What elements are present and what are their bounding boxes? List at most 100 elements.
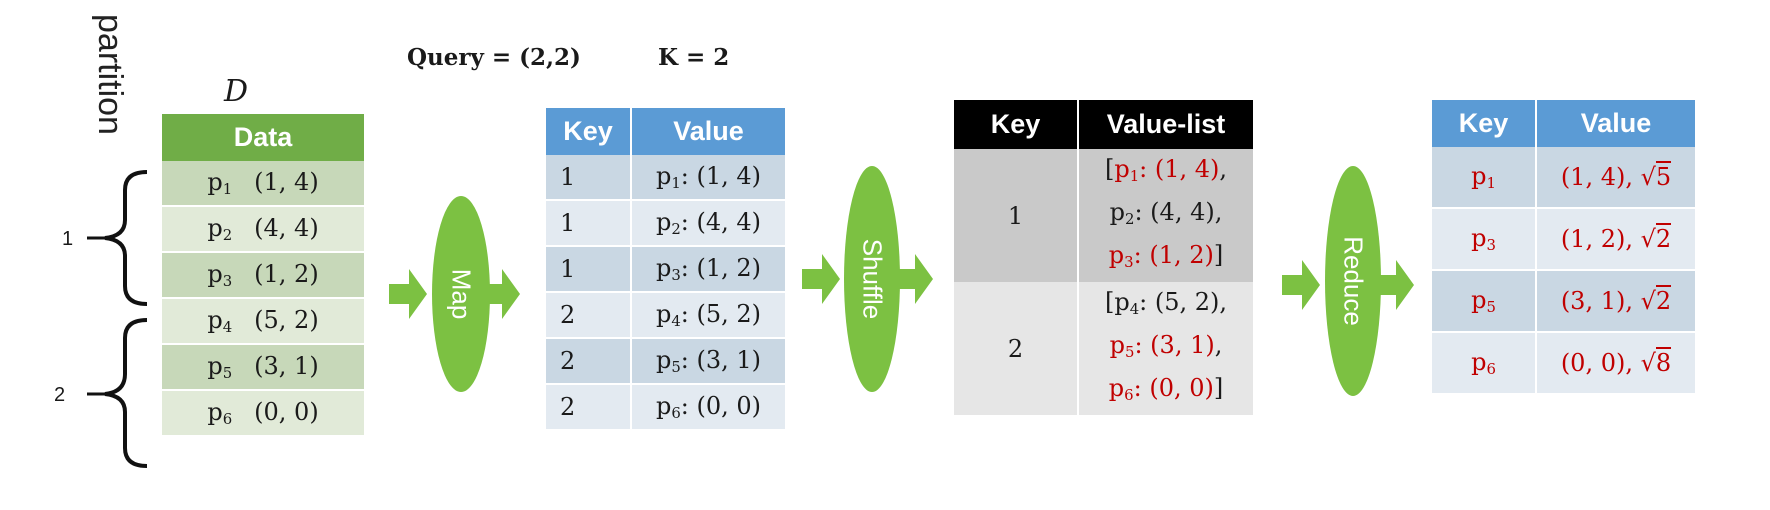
point-coordinate: (1, 2) [254,260,319,288]
point-label: p3 [1471,224,1496,254]
partition-1-number: 1 [62,228,74,250]
query-label: Query = (2,2) [407,44,581,71]
reduce-value-header: Value [1536,100,1697,147]
point-letter: p [1109,331,1125,359]
data-cell: p5(3, 1) [162,344,364,391]
point-letter: p [655,346,672,374]
point-index: 2 [1125,210,1135,228]
value-list-entry: p1: (1, 4) [1114,155,1220,185]
reduce-key-cell: p1 [1432,147,1537,209]
point-coordinate: : (5, 2) [680,300,762,328]
point-letter: p [655,162,672,190]
partition-2-number: 2 [54,384,66,406]
open-bracket: [ [1104,288,1115,316]
data-cell: p2(4, 4) [162,206,364,253]
table-row: p3 (1, 2), √2 [1432,208,1697,271]
point-letter: p [207,306,223,334]
value-list-item: [p4: (5, 2), [1083,284,1249,327]
point-letter: p [1108,241,1125,269]
point-label: p4 [656,300,681,330]
table-row: p4 (5, 2) [162,298,364,345]
arrow-to-map [389,269,427,319]
map-value-cell: p6: (0, 0) [631,384,787,431]
item-separator: , [1214,198,1223,226]
point-label: p2 [1109,198,1135,228]
value-list-item: p6: (0, 0)] [1083,370,1249,413]
shuffle-table: Key Value-list 1[p1: (1, 4),p2: (4, 4),p… [954,100,1255,415]
value-list-entry: p5: (3, 1) [1109,331,1215,361]
point-letter: p [207,398,223,426]
point-index: 6 [671,404,681,422]
point-letter: p [655,208,672,236]
point-coordinate: (1, 4), [1560,163,1641,191]
table-row: 2[p4: (5, 2),p5: (3, 1),p6: (0, 0)] [954,282,1255,415]
open-bracket: [ [1104,155,1115,183]
reduce-key-cell: p5 [1432,270,1537,333]
point-label: p3 [1108,241,1134,271]
point-index: 3 [671,266,681,284]
item-separator: , [1219,155,1228,183]
point-coordinate: : (3, 1) [1134,331,1215,359]
point-letter: p [1471,286,1487,314]
value-list-item: p3: (1, 2)] [1083,237,1249,280]
point-label: p1 [1471,162,1496,192]
sqrt-sign: √ [1640,225,1656,253]
shuffle-value-list-cell: [p1: (1, 4),p2: (4, 4),p3: (1, 2)] [1078,149,1255,282]
point-coordinate: (1, 4) [254,168,319,196]
point-label: p6 [1109,374,1134,404]
reduce-key-cell: p6 [1432,332,1537,395]
point-letter: p [1471,162,1487,190]
point-coordinate: (1, 2), [1560,225,1641,253]
point-coordinate: : (4, 4) [680,208,762,236]
point-letter: p [1109,198,1125,226]
table-row: p6(0, 0), √8 [1432,332,1697,395]
point-index: 2 [671,220,681,238]
point-index: 5 [1125,343,1135,361]
map-key-cell: 2 [546,384,632,431]
point-index: 5 [222,364,233,382]
reduce-value-cell: (3, 1), √2 [1536,270,1697,333]
point-index: 1 [1486,174,1496,192]
value-list-item: p5: (3, 1), [1083,327,1249,370]
item-separator: , [1219,288,1228,316]
sqrt-sign: √ [1640,163,1656,191]
point-label: p5 [1471,286,1496,316]
point-coordinate: : (1, 4) [1139,155,1220,183]
shuffle-stage-label: Shuffle [857,238,888,320]
value-list-item: p2: (4, 4), [1083,194,1249,237]
distance-value: 5 [1655,161,1672,191]
reduce-stage-label: Reduce [1338,236,1369,326]
data-cell: p4 (5, 2) [162,298,364,345]
point-letter: p [207,260,223,288]
map-value-header: Value [631,108,787,155]
point-label: p6 [207,398,232,428]
map-value-cell: p1: (1, 4) [631,155,787,201]
table-row: p2(4, 4) [162,206,364,253]
table-row: p1 (1, 4), √5 [1432,147,1697,209]
shuffle-value-list-header: Value-list [1078,100,1255,149]
distance-value: 2 [1655,285,1672,315]
point-index: 4 [222,318,233,336]
point-label: p5 [655,346,681,376]
data-cell: p3(1, 2) [162,252,364,299]
point-label: p5 [207,352,233,382]
distance-value: 2 [1655,223,1672,253]
arrow-from-reduce [1376,260,1414,310]
shuffle-key-cell: 2 [954,282,1079,415]
map-key-cell: 1 [546,200,632,247]
point-coordinate: : (5, 2) [1139,288,1220,316]
point-label: p5 [1109,331,1135,361]
sqrt-sign: √ [1640,349,1656,377]
map-stage: Map [432,196,490,392]
point-label: p6 [1471,348,1496,378]
arrow-from-shuffle [895,254,933,304]
point-coordinate: (5, 2) [254,306,319,334]
point-coordinate: : (1, 2) [680,254,762,282]
table-row: p1(1, 4) [162,161,364,207]
point-letter: p [207,168,223,196]
